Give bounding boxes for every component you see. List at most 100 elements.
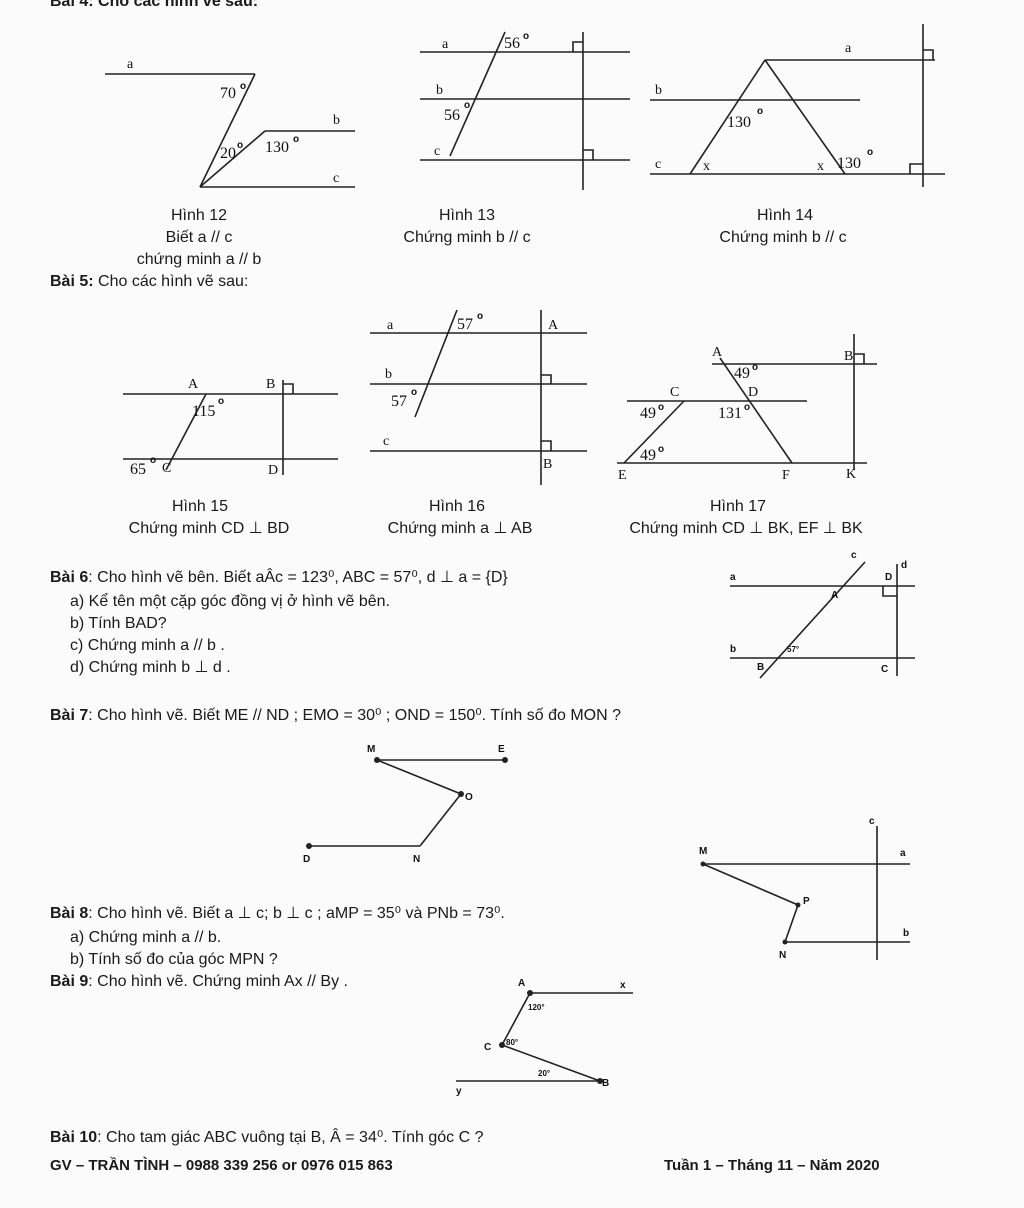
h14-x-right: x	[817, 159, 824, 174]
b8-label-M: M	[699, 846, 707, 857]
h13-label-a: a	[442, 37, 449, 52]
bai8-part-a: a) Chứng minh a // b.	[70, 929, 222, 946]
b6-label-A: A	[831, 590, 838, 601]
b6-label-B: B	[757, 662, 764, 673]
h16-label-b: b	[385, 367, 392, 382]
b6-label-D: D	[885, 572, 892, 583]
svg-text:o: o	[240, 81, 246, 92]
b9-label-A: A	[518, 978, 525, 989]
h12-caption: Hình 12	[170, 207, 228, 224]
bai6-part-a: a) Kể tên một cặp góc đồng vị ở hình vẽ …	[70, 593, 391, 610]
svg-text:o: o	[237, 140, 243, 151]
h16-label-A: A	[548, 318, 559, 333]
svg-text:o: o	[757, 106, 763, 117]
b7-label-M: M	[367, 744, 375, 755]
footer-teacher: GV – TRẦN TÌNH – 0988 339 256 or 0976 01…	[50, 1157, 393, 1174]
svg-text:o: o	[150, 455, 156, 466]
svg-text:o: o	[658, 402, 664, 413]
bai9-statement: Bài 9: Cho hình vẽ. Chứng minh Ax // By …	[50, 973, 348, 990]
figure-12: a b c 70 20 130 o o o	[105, 57, 355, 188]
b7-label-D: D	[303, 854, 310, 865]
svg-text:o: o	[523, 31, 529, 42]
h12-line1: Biết a // c	[165, 229, 233, 246]
svg-text:o: o	[411, 387, 417, 398]
figure-16: a b c A B 57 57 oo	[370, 309, 587, 485]
bai7-statement: Bài 7: Cho hình vẽ. Biết ME // ND ; EMO …	[50, 707, 621, 724]
h14-label-a: a	[845, 41, 852, 56]
h13-angle-top: 56	[504, 35, 520, 52]
figure-bai6: a b c d A B C D 57°	[730, 550, 915, 679]
h16-label-c: c	[383, 434, 389, 449]
h17-label-D: D	[748, 385, 758, 400]
b6-label-b: b	[730, 644, 736, 655]
h15-label-B: B	[266, 377, 275, 392]
b9-label-y: y	[456, 1086, 462, 1097]
h17-label-A: A	[712, 345, 723, 360]
h16-label-B: B	[543, 457, 552, 472]
h17-angle-1: 49	[734, 365, 750, 382]
bai8-part-b: b) Tính số đo của góc MPN ?	[70, 951, 278, 968]
h17-label-C: C	[670, 385, 679, 400]
b8-label-c: c	[869, 816, 875, 827]
h12-angle-70: 70	[220, 85, 236, 102]
svg-text:o: o	[658, 444, 664, 455]
h17-label-B: B	[844, 349, 853, 364]
h13-label-b: b	[436, 83, 443, 98]
h12-angle-130: 130	[265, 139, 289, 156]
h17-line1: Chứng minh CD ⊥ BK, EF ⊥ BK	[629, 520, 863, 537]
h16-line1: Chứng minh a ⊥ AB	[387, 520, 533, 537]
h15-line1: Chứng minh CD ⊥ BD	[128, 520, 290, 537]
b9-label-x: x	[620, 980, 626, 991]
h17-angle-4: 49	[640, 447, 656, 464]
figure-bai8: M P N a b c	[699, 816, 910, 961]
bai8-statement: Bài 8: Cho hình vẽ. Biết a ⊥ c; b ⊥ c ; …	[50, 905, 505, 922]
h15-caption: Hình 15	[171, 498, 229, 515]
h15-angle-115: 115	[192, 403, 215, 420]
b9-angle-80: 80°	[506, 1038, 518, 1047]
h15-label-C: C	[162, 461, 171, 476]
figure-14: a b c 130 130 x x oo	[650, 24, 945, 187]
h14-label-b: b	[655, 83, 662, 98]
h16-caption: Hình 16	[428, 498, 486, 515]
figure-bai9: A x C B y 120° 80° 20°	[456, 978, 633, 1097]
b9-angle-20: 20°	[538, 1069, 550, 1078]
b7-label-N: N	[413, 854, 420, 865]
h12-label-b: b	[333, 113, 340, 128]
b8-label-N: N	[779, 950, 786, 961]
b6-label-a: a	[730, 572, 736, 583]
h12-label-a: a	[127, 57, 134, 72]
bai6-part-b: b) Tính BAD?	[70, 615, 167, 632]
bai4-header: Bài 4: Cho các hình vẽ sau:	[50, 0, 259, 10]
svg-text:o: o	[477, 311, 483, 322]
b7-label-O: O	[465, 792, 473, 803]
svg-text:o: o	[464, 100, 470, 111]
h17-label-K: K	[846, 467, 856, 482]
h15-label-A: A	[188, 377, 199, 392]
h12-label-c: c	[333, 171, 339, 186]
h17-label-E: E	[618, 468, 627, 483]
h15-label-D: D	[268, 463, 278, 478]
h16-angle-mid: 57	[391, 393, 407, 410]
b6-angle: 57°	[787, 645, 799, 654]
svg-text:o: o	[293, 134, 299, 145]
b8-label-P: P	[803, 896, 810, 907]
h13-label-c: c	[434, 144, 440, 159]
h14-label-c: c	[655, 157, 661, 172]
h14-angle-bottom: 130	[837, 155, 861, 172]
b8-label-a: a	[900, 848, 906, 859]
bai6-part-d: d) Chứng minh b ⊥ d .	[70, 659, 231, 676]
svg-text:o: o	[218, 396, 224, 407]
figure-bai7: M E O D N	[303, 744, 508, 865]
h17-caption: Hình 17	[709, 498, 767, 515]
h16-label-a: a	[387, 318, 394, 333]
b9-label-C: C	[484, 1042, 491, 1053]
h17-angle-2: 49	[640, 405, 656, 422]
h15-angle-65: 65	[130, 461, 146, 478]
bai5-header: Bài 5: Cho các hình vẽ sau:	[50, 273, 249, 290]
h14-x-left: x	[703, 159, 710, 174]
bai10-statement: Bài 10: Cho tam giác ABC vuông tại B, Â …	[50, 1129, 484, 1146]
svg-text:o: o	[867, 147, 873, 158]
h12-angle-20: 20	[220, 145, 236, 162]
h17-angle-3: 131	[718, 405, 742, 422]
b7-label-E: E	[498, 744, 505, 755]
